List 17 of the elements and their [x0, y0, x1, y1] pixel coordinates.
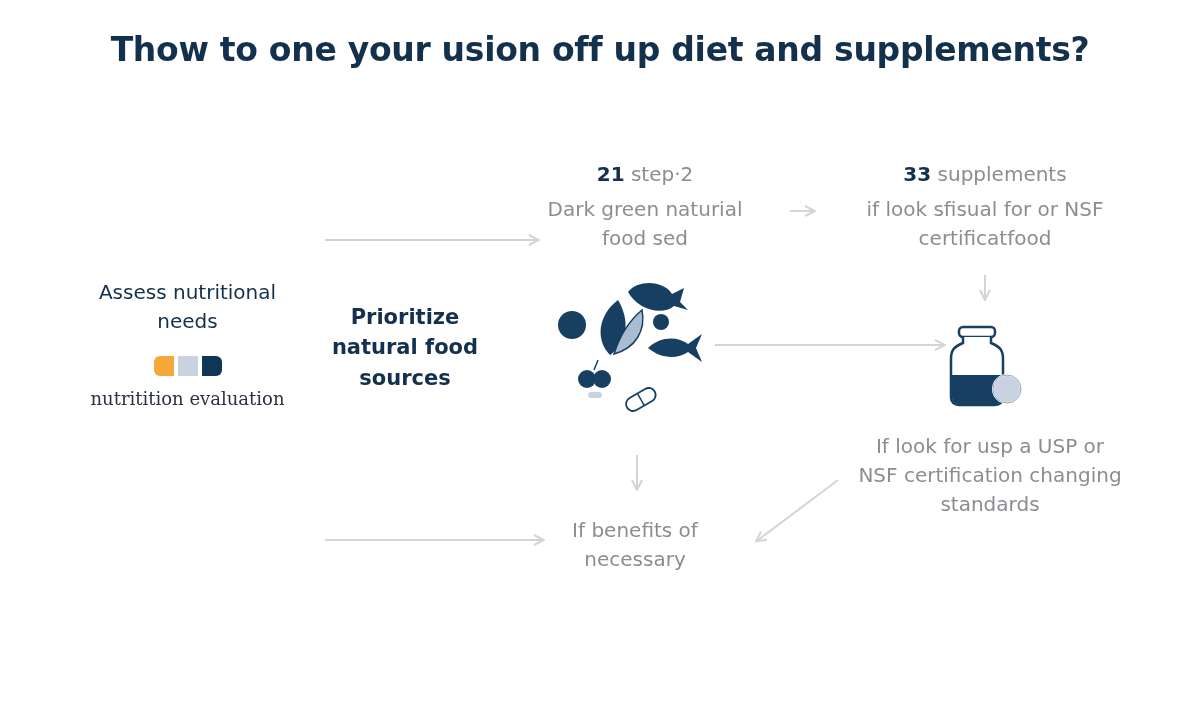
step-description: If benefits of necessary — [571, 517, 700, 573]
arrow — [714, 339, 946, 351]
step-note: nutritition evaluation — [90, 386, 285, 411]
arrow — [789, 205, 816, 217]
arrow — [324, 234, 540, 246]
title: Thow to one your usion off up diet and supplements? — [109, 30, 1091, 69]
arrow — [324, 534, 545, 546]
arrow — [979, 274, 991, 301]
step-heading: Prioritize natural food sources — [330, 303, 480, 392]
step-description: if look sfisual for or NSF certificatfood — [865, 196, 1105, 252]
arrow — [631, 454, 643, 491]
step-description: If look for usp a USP or NSF certification changing standards — [857, 432, 1123, 518]
arrow — [755, 479, 839, 543]
step-description: Dark green naturial food sed — [546, 196, 744, 252]
step-number-heading: 33 supplements — [903, 161, 1067, 188]
step-number-heading: 21 step·2 — [596, 161, 694, 188]
step-heading: Assess nutritional needs — [97, 278, 278, 335]
